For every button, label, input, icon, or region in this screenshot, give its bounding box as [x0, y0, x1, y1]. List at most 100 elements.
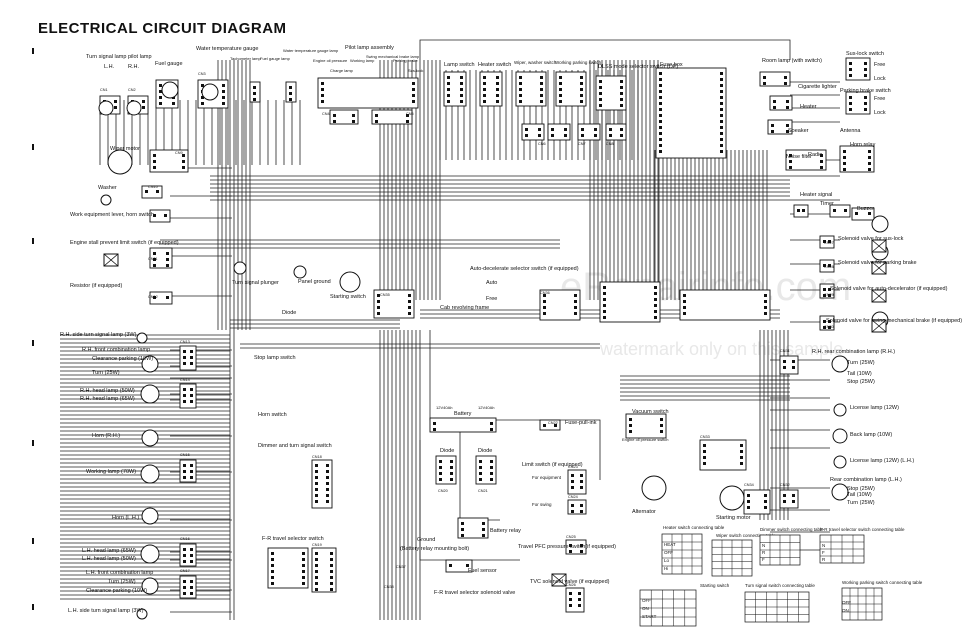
connector-code: CN28 [824, 265, 834, 269]
connector-pin [620, 134, 623, 137]
connector-pin [654, 310, 657, 313]
connector-pin [571, 474, 574, 477]
connector-pin [302, 576, 305, 579]
label-horn-rh: Horn (R.H.) [92, 433, 120, 439]
connector-pin [720, 90, 723, 93]
connector-pin [763, 76, 766, 79]
connector-pin [783, 366, 786, 369]
connector-pin [315, 552, 318, 555]
connector-pin [569, 604, 572, 607]
label-fuel-sensor: Fuel sensor [468, 568, 497, 574]
table-state-label: Hi [664, 566, 668, 571]
connector-pin [828, 264, 831, 267]
label-lh: L.H. [104, 64, 115, 70]
connector-pin [828, 320, 831, 323]
connector-pin [166, 264, 169, 267]
connector-pin [720, 78, 723, 81]
connector-pin [828, 288, 831, 291]
label-radio: Radio [808, 152, 822, 158]
lamp-symbol [141, 507, 159, 525]
connector-pin [164, 214, 167, 217]
solenoid-cross [871, 319, 887, 333]
connector-pin [654, 304, 657, 307]
connector-pin [315, 582, 318, 585]
connector-pin [654, 298, 657, 301]
connector-pin [747, 500, 750, 503]
connector-pin [571, 480, 574, 483]
label-fr-table: F-R travel selector switch connecting ta… [820, 527, 905, 532]
connector-pin [551, 134, 554, 137]
label-diode1: Diode [282, 310, 296, 316]
connector-pin [190, 388, 193, 391]
connector-code: CN6 [538, 142, 546, 146]
connector-pin [326, 470, 329, 473]
connector-code: CN12 [148, 295, 158, 299]
connector-pin [201, 102, 204, 105]
connector-pin [460, 76, 463, 79]
label-fr-switch: F-R travel selector switch [262, 536, 324, 542]
connector-code: CN27 [824, 241, 834, 245]
connector-pin [461, 534, 464, 537]
connector-pin [153, 214, 156, 217]
connector-pin [183, 394, 186, 397]
label-heater-table: Heater switch connecting table [663, 525, 725, 530]
connector-pin [828, 294, 831, 297]
connector-code: CN30 [824, 325, 834, 329]
connector-pin [792, 360, 795, 363]
connector-pin [326, 494, 329, 497]
connector-pin [720, 144, 723, 147]
connector-pin [703, 462, 706, 465]
connector-pin [375, 114, 378, 117]
connector-pin [543, 424, 546, 427]
label-swing-brake: Swing mechanical brake lamp [366, 54, 420, 59]
connector-pin [159, 84, 162, 87]
table-state-label: HEAT [664, 542, 676, 547]
component-block [829, 204, 851, 218]
connector-pin [569, 592, 572, 595]
table-state-label: OFF [664, 550, 673, 555]
label-lh-turn-rear: Turn (25W) [847, 500, 875, 506]
connector-pin [683, 294, 686, 297]
label-fr-solenoid: F-R travel selector solenoid valve [434, 590, 515, 596]
connector-pin [864, 74, 867, 77]
connector-pin [496, 100, 499, 103]
lamp-symbol [201, 83, 219, 101]
connector-pin [720, 96, 723, 99]
component-block [679, 289, 771, 321]
lamp-symbol [641, 475, 667, 501]
connector-code: CN35 [380, 293, 390, 297]
label-stop: Stop (25W) [847, 379, 875, 385]
connector-pin [315, 476, 318, 479]
connector-pin [496, 82, 499, 85]
connector-pin [482, 522, 485, 525]
label-fuel-lamp: Fuel gauge lamp [260, 56, 291, 61]
connector-pin [654, 316, 657, 319]
connector-pin [683, 300, 686, 303]
connector-pin [490, 460, 493, 463]
connector-pin [659, 126, 662, 129]
connector-pin [377, 294, 380, 297]
connector-pin [271, 570, 274, 573]
connector-pin [574, 300, 577, 303]
component-block [567, 469, 587, 495]
connector-pin [783, 494, 786, 497]
connector-pin [183, 470, 186, 473]
component-block [179, 459, 197, 483]
connector-pin [315, 564, 318, 567]
lamp-symbol [141, 577, 159, 595]
connector-pin [326, 488, 329, 491]
component-block [373, 289, 415, 319]
connector-pin [153, 258, 156, 261]
label-lock1: Lock [874, 76, 886, 82]
connector-pin [153, 264, 156, 267]
connector-pin [578, 604, 581, 607]
table-state-label: Lo [664, 558, 670, 563]
connector-pin [222, 90, 225, 93]
connector-pin [629, 418, 632, 421]
connector-pin [580, 100, 583, 103]
label-working-lamp-70: Working lamp (70W) [86, 469, 136, 475]
connector-pin [543, 312, 546, 315]
connector-code: CN34 [744, 483, 754, 487]
connector-pin [580, 486, 583, 489]
connector-pin [326, 476, 329, 479]
